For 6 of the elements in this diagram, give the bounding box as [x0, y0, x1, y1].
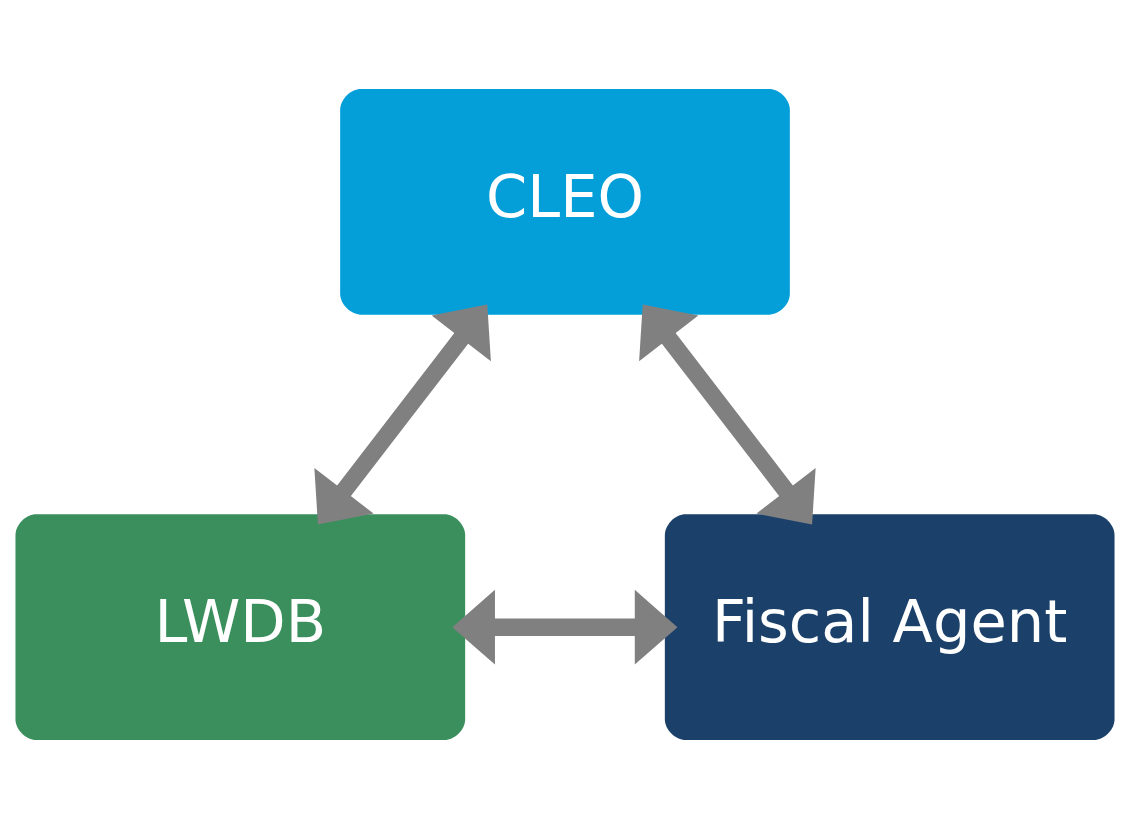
node-box: Fiscal Agent [664, 513, 1115, 740]
arrow [639, 304, 816, 525]
arrow [314, 304, 491, 525]
node-box: LWDB [15, 513, 466, 740]
arrow [452, 589, 678, 665]
node-box: CLEO [340, 88, 790, 315]
